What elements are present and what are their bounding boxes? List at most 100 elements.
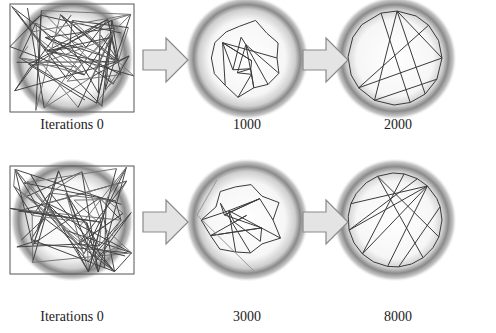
network-edge (410, 94, 425, 103)
network-edge (381, 11, 397, 13)
iteration-label: 8000 (384, 308, 412, 326)
network-edge (92, 28, 114, 77)
network-edge (76, 247, 89, 272)
network-panel (10, 0, 134, 120)
network-edge (201, 220, 210, 236)
network-edge (10, 166, 134, 274)
network-edge (12, 7, 113, 85)
network-edge (348, 216, 350, 230)
network-edge (32, 215, 33, 262)
network-edge (381, 13, 410, 102)
network-edge (214, 74, 225, 86)
network-edge (105, 37, 111, 89)
network-edge (378, 173, 393, 176)
ring-region (185, 158, 309, 282)
network-edge (48, 181, 127, 203)
network-edge (105, 14, 131, 89)
block-arrow (303, 38, 348, 82)
network-panel (10, 158, 134, 282)
network-edge (241, 37, 246, 45)
network-edge (39, 61, 78, 108)
network-edge (236, 252, 251, 254)
iteration-label: 2000 (384, 116, 412, 134)
network-edge (388, 266, 399, 268)
network-edge (359, 25, 429, 88)
network-edge (268, 73, 279, 84)
network-edge (366, 176, 377, 182)
iteration-label: Iterations 0 (40, 308, 103, 326)
network-edge (197, 215, 255, 272)
network-edge (256, 20, 267, 33)
network-edge (416, 16, 429, 25)
iteration-label: 1000 (233, 116, 261, 134)
network-edge (106, 200, 123, 214)
network-edge (50, 172, 82, 193)
network-edge (362, 174, 404, 254)
network-edge (251, 74, 253, 88)
network-edge (74, 199, 106, 201)
network-edge (226, 26, 240, 32)
network-edge (267, 33, 278, 43)
network-panel (185, 158, 309, 282)
network-edge (273, 203, 279, 220)
network-edge (417, 179, 427, 186)
network-edge (82, 172, 98, 272)
network-edge (106, 167, 126, 199)
network-edge (87, 223, 101, 256)
network-edge (10, 208, 55, 216)
iteration-label: 3000 (233, 308, 261, 326)
network-edge (78, 213, 123, 244)
network-edge (101, 244, 124, 256)
network-edge (215, 32, 226, 43)
network-edge (397, 11, 442, 58)
network-edge (220, 203, 224, 215)
network-edge (277, 58, 279, 73)
network-edge (211, 43, 215, 59)
network-edge (348, 204, 351, 217)
network-edge (50, 193, 115, 272)
network-edge (31, 14, 131, 32)
block-arrow (143, 38, 348, 244)
network-edge (14, 169, 16, 186)
network-edge (48, 213, 89, 262)
network-edge (88, 220, 121, 272)
network-edge (423, 248, 433, 258)
network-edge (433, 237, 439, 248)
network-edge (10, 4, 134, 112)
network-edge (362, 254, 373, 262)
network-edge (277, 43, 278, 58)
network-edge (238, 74, 251, 97)
network-edge (246, 45, 268, 85)
network-edge (225, 85, 238, 97)
network-edge (25, 169, 117, 183)
network-edge (412, 258, 424, 264)
network-edge (440, 207, 442, 220)
network-edge (375, 100, 395, 105)
ring-region (333, 0, 457, 120)
network-edge (354, 243, 362, 254)
network-edge (237, 69, 250, 73)
network-edge (246, 45, 279, 74)
network-edge (399, 207, 441, 267)
network-edge (349, 186, 427, 230)
network-edge (362, 186, 427, 254)
network-edge (260, 199, 273, 220)
network-edge (21, 218, 44, 240)
network-edge (78, 181, 126, 244)
network-edge (29, 15, 41, 26)
block-arrow (303, 200, 348, 244)
network-edge (429, 25, 439, 40)
network-edge (348, 37, 353, 57)
network-edge (359, 88, 375, 101)
network-edge (262, 196, 279, 202)
network-edge (197, 180, 217, 215)
network-edge (237, 73, 251, 75)
network-edge (348, 57, 351, 75)
network-edge (388, 186, 428, 266)
network-edge (236, 185, 252, 187)
network-edge (262, 238, 280, 244)
network-edge (216, 192, 220, 208)
network-edge (375, 11, 398, 100)
network-edge (254, 84, 268, 87)
